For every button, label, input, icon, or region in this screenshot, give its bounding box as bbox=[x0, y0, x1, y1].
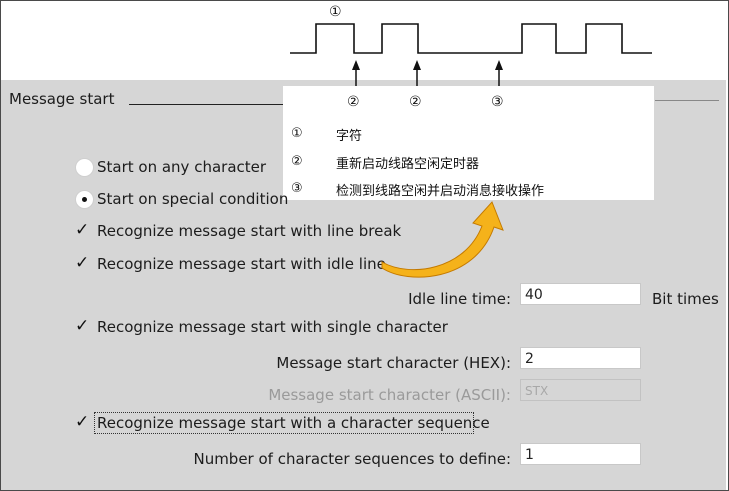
timing-legend-box bbox=[283, 86, 654, 200]
arrow-label: ② bbox=[347, 94, 360, 110]
checkbox-idle-line[interactable]: ✓ bbox=[75, 253, 90, 273]
legend-text: 字符 bbox=[336, 129, 363, 144]
arrow-label: ③ bbox=[491, 94, 504, 110]
sequence-count-label: Number of character sequences to define: bbox=[193, 450, 511, 468]
idle-line-time-label: Idle line time: bbox=[408, 290, 511, 308]
checkbox-line-break[interactable]: ✓ bbox=[75, 220, 90, 240]
legend-text: 重新启动线路空闲定时器 bbox=[336, 157, 480, 172]
idle-line-time-input[interactable]: 40 bbox=[520, 283, 641, 305]
checkbox-single-character[interactable]: ✓ bbox=[75, 316, 90, 336]
legend-number: ① bbox=[291, 126, 303, 141]
start-char-ascii-input: STX bbox=[520, 379, 641, 401]
sequence-count-input[interactable]: 1 bbox=[520, 443, 641, 465]
option-label: Start on any character bbox=[97, 158, 267, 176]
section-divider bbox=[129, 104, 288, 105]
focus-outline bbox=[94, 412, 474, 434]
option-label: Recognize message start with single char… bbox=[97, 318, 448, 336]
section-title: Message start bbox=[9, 90, 118, 108]
timing-marker-character: ① bbox=[329, 4, 342, 20]
radio-start-any-character[interactable] bbox=[75, 158, 94, 177]
signal-line bbox=[290, 23, 652, 54]
section-divider-right bbox=[655, 100, 719, 101]
option-label: Recognize message start with idle line bbox=[97, 255, 386, 273]
start-char-hex-label: Message start character (HEX): bbox=[276, 354, 511, 372]
legend-number: ② bbox=[291, 154, 303, 169]
radio-selected-dot bbox=[82, 197, 87, 202]
arrow-label: ② bbox=[409, 94, 422, 110]
option-label: Start on special condition bbox=[97, 190, 289, 208]
legend-text: 检测到线路空闲并启动消息接收操作 bbox=[336, 184, 545, 199]
option-label: Recognize message start with line break bbox=[97, 222, 402, 240]
start-char-hex-input[interactable]: 2 bbox=[520, 347, 641, 369]
start-char-ascii-label: Message start character (ASCII): bbox=[268, 386, 511, 404]
callout-arrow-icon bbox=[381, 201, 504, 278]
diagram-area bbox=[1, 1, 728, 79]
radio-start-special-condition[interactable] bbox=[75, 190, 94, 209]
checkbox-character-sequence[interactable]: ✓ bbox=[75, 412, 90, 432]
bit-times-unit: Bit times bbox=[652, 290, 719, 308]
option-label: Recognize message start with a character… bbox=[97, 414, 490, 432]
legend-number: ③ bbox=[291, 181, 303, 196]
